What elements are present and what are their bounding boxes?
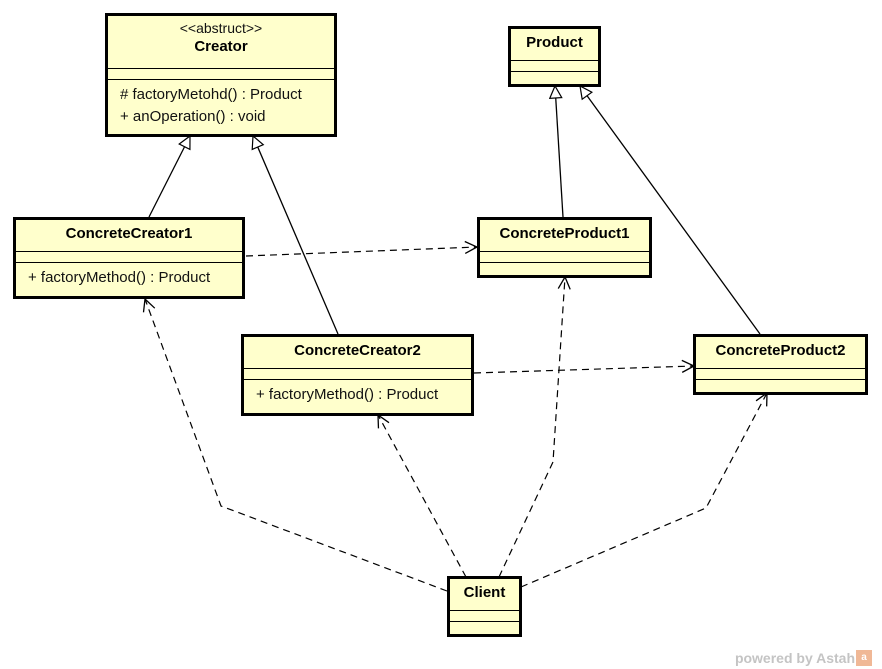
class-name-section: ConcreteProduct2	[696, 337, 865, 368]
class-concretecreator2[interactable]: ConcreteCreator2 + factoryMethod() : Pro…	[241, 334, 474, 416]
class-name: ConcreteCreator2	[294, 342, 421, 359]
class-name-section: ConcreteCreator2	[244, 337, 471, 368]
generalization-concretecreator1-creator	[148, 136, 190, 218]
watermark: powered by Astah a	[735, 650, 872, 666]
stereotype-label: <<abstruct>>	[179, 20, 263, 36]
class-concreteproduct1[interactable]: ConcreteProduct1	[477, 217, 652, 278]
class-name-section: ConcreteProduct1	[480, 220, 649, 251]
operation: # factoryMetohd() : Product	[120, 86, 302, 103]
class-name: ConcreteCreator1	[65, 225, 193, 242]
attributes-section	[696, 368, 865, 379]
dependency-client-concretecreator1	[145, 299, 448, 592]
operations-section	[450, 621, 519, 632]
class-name-section: <<abstruct>> Creator	[108, 16, 334, 68]
generalization-concretecreator2-creator	[253, 136, 339, 335]
operation: + factoryMethod() : Product	[28, 269, 211, 286]
generalization-concreteproduct2-product	[580, 86, 761, 335]
class-concretecreator1[interactable]: ConcreteCreator1 + factoryMethod() : Pro…	[13, 217, 245, 299]
dependency-client-concreteproduct1	[498, 277, 565, 578]
class-name: Client	[463, 584, 506, 601]
operations-section	[511, 71, 598, 82]
operations-section: # factoryMetohd() : Product + anOperatio…	[108, 79, 334, 128]
class-name-section: Client	[450, 579, 519, 610]
class-name-section: Product	[511, 29, 598, 60]
operations-section	[696, 379, 865, 390]
class-name: ConcreteProduct2	[715, 342, 846, 359]
dependency-client-concreteproduct2	[520, 393, 767, 588]
class-creator[interactable]: <<abstruct>> Creator # factoryMetohd() :…	[105, 13, 337, 137]
class-name: Product	[526, 34, 583, 51]
class-client[interactable]: Client	[447, 576, 522, 637]
generalization-concreteproduct1-product	[555, 86, 564, 218]
attributes-section	[108, 68, 334, 79]
attributes-section	[244, 368, 471, 379]
attributes-section	[450, 610, 519, 621]
dependency-concretecreator2-concreteproduct2	[473, 366, 694, 374]
dependency-client-concretecreator2	[378, 415, 467, 578]
attributes-section	[480, 251, 649, 262]
attributes-section	[511, 60, 598, 71]
operations-section: + factoryMethod() : Product	[244, 379, 471, 406]
operation: + factoryMethod() : Product	[256, 386, 439, 403]
class-name-section: ConcreteCreator1	[16, 220, 242, 251]
watermark-text: powered by Astah	[734, 650, 855, 666]
operations-section: + factoryMethod() : Product	[16, 262, 242, 289]
class-name: ConcreteProduct1	[499, 225, 630, 242]
class-concreteproduct2[interactable]: ConcreteProduct2	[693, 334, 868, 395]
class-name: Creator	[194, 38, 248, 55]
operations-section	[480, 262, 649, 273]
dependency-concretecreator1-concreteproduct1	[245, 247, 477, 257]
operation: + anOperation() : void	[120, 108, 266, 125]
attributes-section	[16, 251, 242, 262]
astah-logo-icon: a	[856, 650, 872, 666]
class-product[interactable]: Product	[508, 26, 601, 87]
